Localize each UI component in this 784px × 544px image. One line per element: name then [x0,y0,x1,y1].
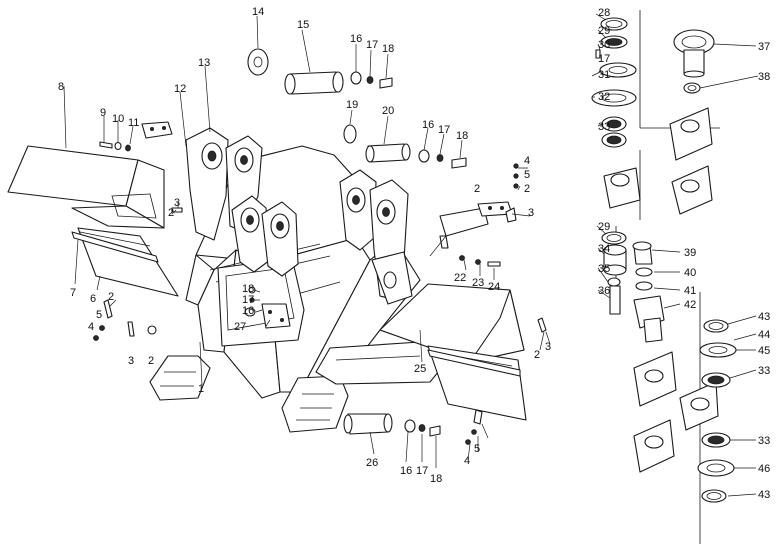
callout-label: 17 [598,53,610,65]
callout-label: 17 [242,294,254,306]
callout-label: 33 [758,365,770,377]
callout-label: 43 [758,311,770,323]
hinge-bracket-right [339,169,413,305]
callout-label: 3 [128,355,134,367]
callout-label: 30 [598,39,610,51]
callout-label: 16 [350,33,362,45]
callout-label: 2 [108,291,114,303]
callout-label: 44 [758,329,770,341]
leader-lines [63,13,759,497]
callout-label: 5 [96,309,102,321]
callout-label: 18 [382,43,394,55]
callout-label: 23 [472,277,484,289]
bearing-stack-upper [591,17,637,148]
callout-label: 5 [474,443,480,455]
callout-label: 42 [684,299,696,311]
callout-label: 17 [366,39,378,51]
callout-label: 16 [400,465,412,477]
callout-label: 2 [168,207,174,219]
callout-label: 6 [90,293,96,305]
callout-label: 39 [684,247,696,259]
callout-label: 4 [524,155,530,167]
callout-label: 28 [598,7,610,19]
callout-label: 18 [242,283,254,295]
bottom-pin [343,413,441,437]
callout-label: 10 [112,113,124,125]
callout-label: 2 [148,355,154,367]
callout-label: 46 [758,463,770,475]
callout-label: 25 [414,363,426,375]
callout-label: 11 [128,117,139,129]
callout-label: 5 [524,169,530,181]
callout-label: 4 [464,455,470,467]
callout-label: 20 [382,105,394,117]
callout-label: 18 [430,473,442,485]
callout-label: 22 [454,272,466,284]
callout-label: 12 [174,83,186,95]
bearing-stack-middle [601,231,627,315]
callout-label: 17 [438,124,450,136]
callout-label: 19 [346,99,358,111]
callout-label: 40 [684,267,696,279]
callout-label: 16 [422,119,434,131]
fastener-group-left [93,121,183,341]
callout-label: 31 [598,69,610,81]
callout-label: 24 [488,281,500,293]
callout-label: 33 [598,121,610,133]
fender-left [7,145,179,297]
callout-label: 26 [366,457,378,469]
callout-label: 38 [758,71,770,83]
king-pin-37 [673,29,715,94]
callout-label: 29 [598,25,610,37]
callout-label: 7 [70,287,76,299]
callout-label: 14 [252,6,264,18]
callout-label: 8 [58,81,64,93]
callout-label: 34 [598,243,610,255]
callout-label: 3 [174,197,180,209]
callout-label: 43 [758,489,770,501]
callout-label: 17 [416,465,428,477]
callout-label: 3 [545,341,551,353]
top-pins [247,48,467,169]
callout-label: 27 [234,321,246,333]
callout-label: 45 [758,345,770,357]
callout-label: 29 [598,221,610,233]
pin-39-group [632,241,665,343]
callout-label: 36 [598,285,610,297]
arm-segment-upper [603,107,713,215]
arm-segment-lower [633,351,719,473]
callout-label: 41 [684,285,696,297]
callout-label: 2 [534,349,540,361]
callout-label: 37 [758,41,770,53]
fastener-group-right [439,163,547,445]
callout-label: 13 [198,57,210,69]
callout-label: 9 [100,107,106,119]
callout-label: 2 [524,183,530,195]
fender-right [379,283,527,421]
callout-label: 33 [758,435,770,447]
callout-label: 15 [297,19,309,31]
callout-label: 16 [242,305,254,317]
callout-label: 18 [456,130,468,142]
bearing-stack-lower [697,319,737,503]
callout-label: 3 [528,207,534,219]
hinge-bracket-center [231,195,299,277]
callout-label: 2 [474,183,480,195]
callout-label: 4 [88,321,94,333]
callout-label: 35 [598,263,610,275]
callout-label: 1 [198,383,204,395]
callout-labels: 1 2 2 2 2 2 2 3 3 3 3 4 4 4 5 5 5 6 7 8 … [58,6,770,501]
callout-label: 32 [598,91,610,103]
